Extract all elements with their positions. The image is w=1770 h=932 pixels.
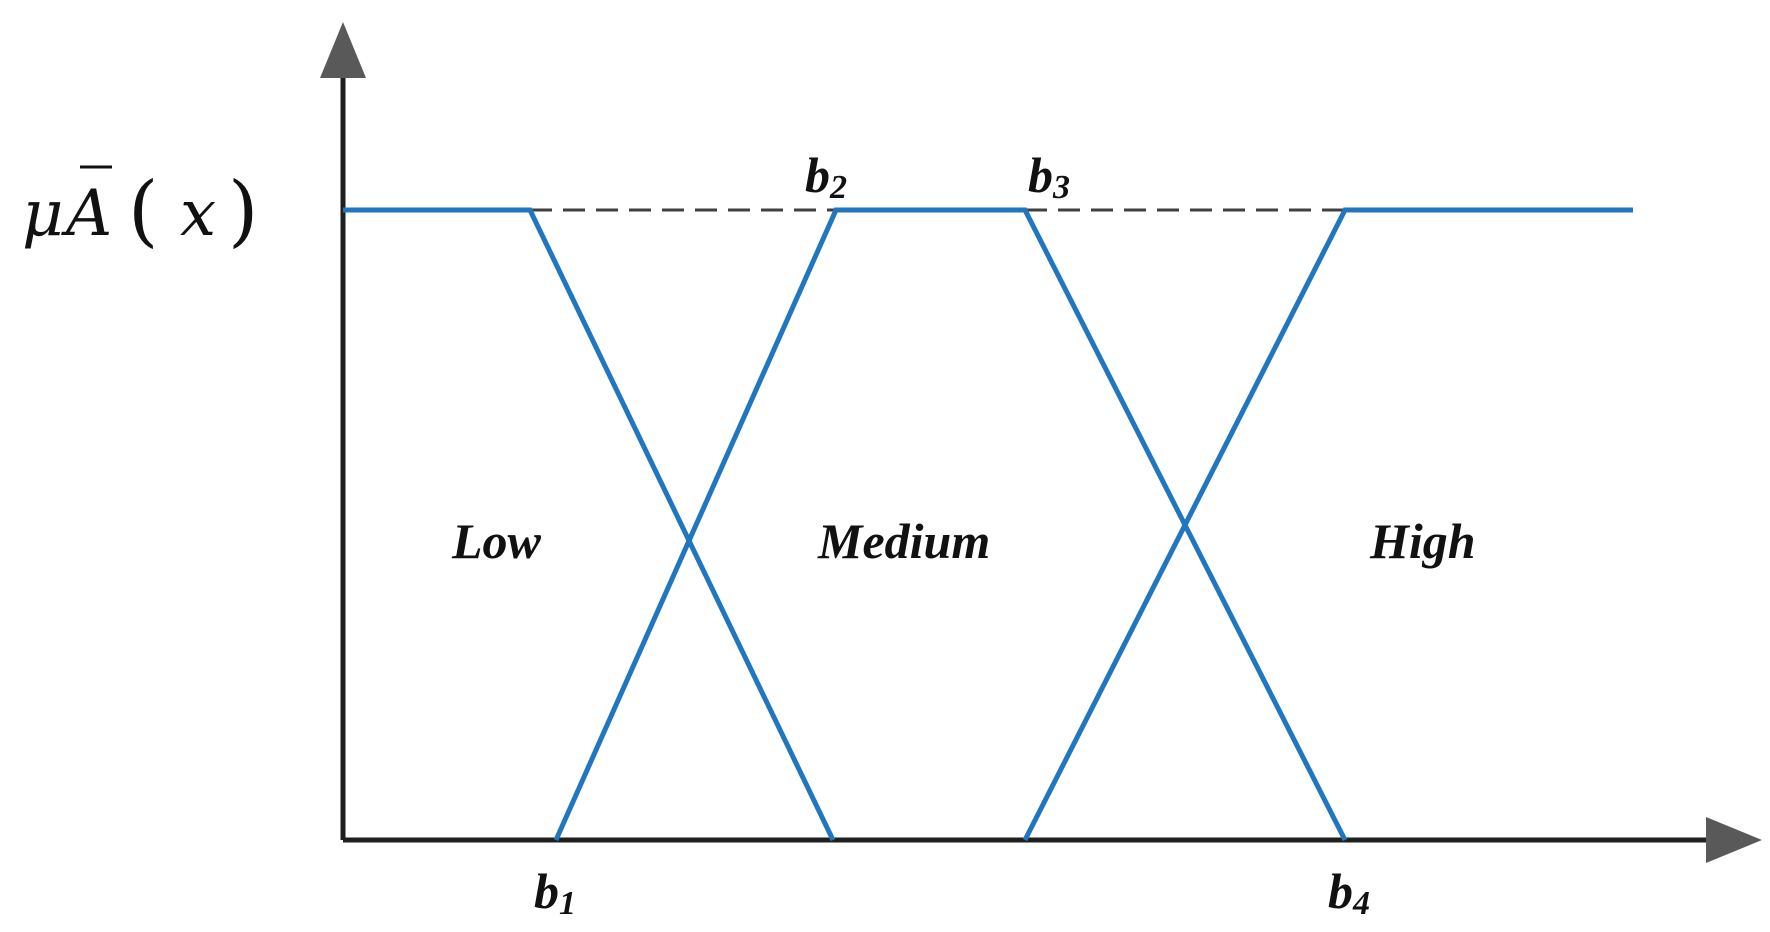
breakpoint-label-b2: b2 <box>805 147 847 206</box>
y-axis-label-open-paren: ( <box>128 166 158 256</box>
region-label-medium: Medium <box>817 513 990 569</box>
region-label-high: High <box>1369 513 1476 569</box>
y-axis-label-x: x <box>180 177 216 251</box>
breakpoint-label-b4: b4 <box>1328 863 1370 922</box>
breakpoint-label-b3: b3 <box>1028 147 1070 206</box>
low-membership-line <box>343 207 836 842</box>
region-label-low: Low <box>451 513 542 569</box>
high-membership-line <box>1022 207 1633 842</box>
x-axis-arrow-icon <box>1706 817 1762 863</box>
y-axis-arrow-icon <box>320 22 366 78</box>
y-axis-label: μ A ( x ) <box>22 165 258 256</box>
y-axis-label-close-paren: ) <box>228 166 258 256</box>
y-axis-label-a: A <box>61 177 112 251</box>
breakpoint-label-b1: b1 <box>534 863 576 922</box>
y-axis-label-mu: μ <box>22 177 64 251</box>
